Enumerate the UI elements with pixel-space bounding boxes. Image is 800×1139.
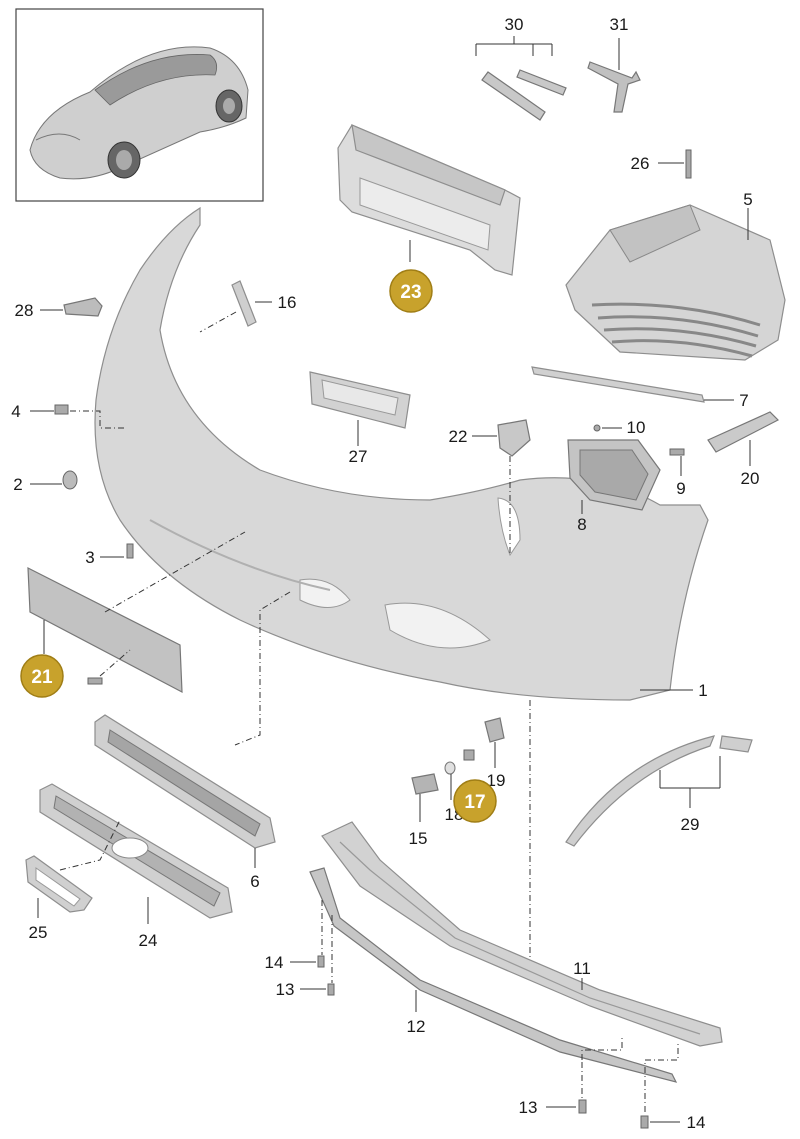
part-19-sensor <box>463 717 505 768</box>
part-6-lower-grille <box>94 714 276 868</box>
part-12-spoiler-lip <box>309 867 678 1083</box>
label-11: 11 <box>573 959 591 978</box>
part-29-arch-trim <box>565 735 753 847</box>
label-12: 12 <box>407 1017 426 1036</box>
label-4: 4 <box>11 402 20 421</box>
label-3: 3 <box>85 548 94 567</box>
part-7-trim-strip <box>531 366 734 403</box>
label-30: 30 <box>505 15 524 34</box>
label-13-left: 13 <box>276 980 295 999</box>
svg-text:17: 17 <box>464 792 485 813</box>
part-26-screw <box>658 149 692 179</box>
label-16: 16 <box>278 293 297 312</box>
label-31: 31 <box>610 15 629 34</box>
part-15-sensor-holder <box>411 773 439 822</box>
part-16-bracket <box>199 280 272 333</box>
label-5: 5 <box>743 190 752 209</box>
part-11-lower-reinforcement <box>321 821 723 1047</box>
part-5-grille-carrier <box>565 204 786 361</box>
label-26: 26 <box>631 154 650 173</box>
part-22-mount <box>472 419 531 555</box>
label-10: 10 <box>627 418 646 437</box>
part-30-adhesive-tubes <box>475 36 567 121</box>
label-7: 7 <box>739 391 748 410</box>
label-13-right: 13 <box>519 1098 538 1117</box>
badge-21: 21 <box>20 654 64 698</box>
part-4-clip <box>30 404 125 429</box>
part-13-screw-right <box>546 1036 623 1114</box>
label-6: 6 <box>250 872 259 891</box>
label-2: 2 <box>13 475 22 494</box>
part-21-license-plate-base <box>27 531 246 694</box>
part-27-license-holder-bracket <box>309 371 411 446</box>
label-15: 15 <box>409 829 428 848</box>
part-3-screw <box>100 543 134 559</box>
label-20: 20 <box>741 469 760 488</box>
part-25-trim-ring <box>25 819 121 918</box>
part-1-bumper-cover <box>94 206 709 701</box>
part-14-screw-right <box>640 1044 680 1129</box>
part-23-air-duct <box>337 124 521 276</box>
guide-line <box>234 591 291 746</box>
label-24: 24 <box>139 931 158 950</box>
label-1: 1 <box>698 681 707 700</box>
label-14-right: 14 <box>687 1113 706 1132</box>
label-29: 29 <box>681 815 700 834</box>
label-8: 8 <box>577 515 586 534</box>
part-9-screw <box>669 448 685 476</box>
part-10-clip <box>593 424 622 432</box>
label-9: 9 <box>676 479 685 498</box>
svg-text:21: 21 <box>31 667 53 688</box>
part-14-screw-left <box>290 900 325 968</box>
part-18-ring <box>444 761 456 800</box>
part-2-cap <box>30 470 78 490</box>
part-20-side-bracket <box>707 411 780 466</box>
part-31-application-gun <box>587 38 641 113</box>
svg-text:23: 23 <box>400 282 421 303</box>
badge-23: 23 <box>389 269 433 313</box>
part-24-grille-frame <box>39 783 233 924</box>
label-25: 25 <box>29 923 48 942</box>
label-19: 19 <box>487 771 506 790</box>
label-14-left: 14 <box>265 953 284 972</box>
car-thumbnail-icon <box>29 46 249 180</box>
label-28: 28 <box>15 301 34 320</box>
car-thumbnail <box>15 8 264 202</box>
part-13-screw-left <box>300 915 335 996</box>
label-22: 22 <box>449 427 468 446</box>
badge-17: 17 <box>453 779 497 823</box>
label-27: 27 <box>349 447 368 466</box>
part-28-sensor <box>40 297 103 317</box>
part-8-side-grille <box>567 439 661 514</box>
